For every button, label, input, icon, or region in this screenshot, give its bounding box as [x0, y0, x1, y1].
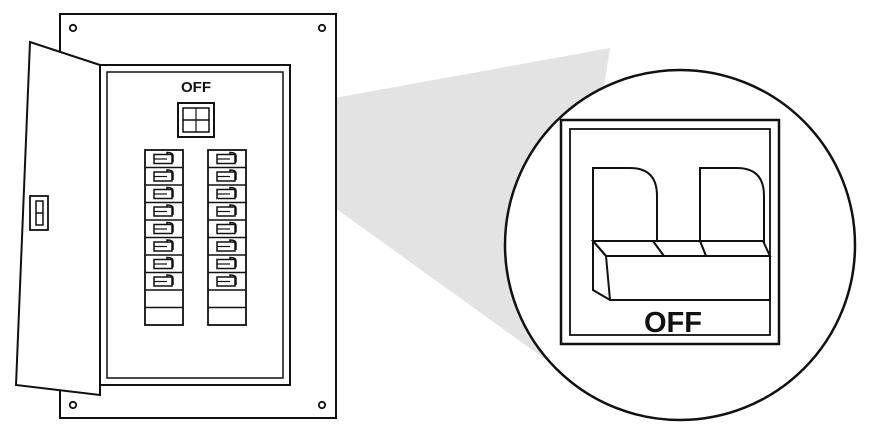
branch-breaker-left-5 — [153, 221, 174, 235]
branch-breaker-left-7 — [153, 256, 174, 270]
panel-off-label: OFF — [181, 79, 211, 96]
breaker-column-right — [207, 149, 247, 326]
magnified-off-label: OFF — [644, 307, 702, 339]
branch-breaker-right-3 — [216, 186, 237, 200]
main-breaker-switch-icon — [177, 102, 215, 138]
branch-breaker-left-4 — [153, 204, 174, 217]
branch-breaker-left-3 — [153, 186, 174, 200]
magnified-double-pole-switch-icon — [590, 167, 772, 301]
branch-breaker-right-6 — [216, 239, 237, 252]
screw-top-left — [68, 23, 78, 33]
branch-breaker-left-1 — [153, 151, 174, 165]
branch-breaker-right-8 — [216, 274, 237, 287]
screw-top-right — [317, 23, 327, 33]
screw-bottom-right — [317, 400, 327, 410]
branch-breaker-left-2 — [153, 169, 174, 182]
branch-breaker-right-1 — [216, 151, 237, 165]
door-latch-icon — [29, 195, 49, 231]
magnified-view: OFF — [503, 68, 857, 422]
branch-breaker-right-4 — [216, 204, 237, 217]
branch-breaker-right-2 — [216, 169, 237, 182]
panel-door — [14, 40, 101, 397]
screw-bottom-left — [68, 400, 78, 410]
branch-breaker-right-7 — [216, 256, 237, 270]
breaker-column-left — [144, 149, 184, 326]
branch-breaker-right-5 — [216, 221, 237, 235]
branch-breaker-left-6 — [153, 239, 174, 252]
branch-breaker-left-8 — [153, 274, 174, 287]
